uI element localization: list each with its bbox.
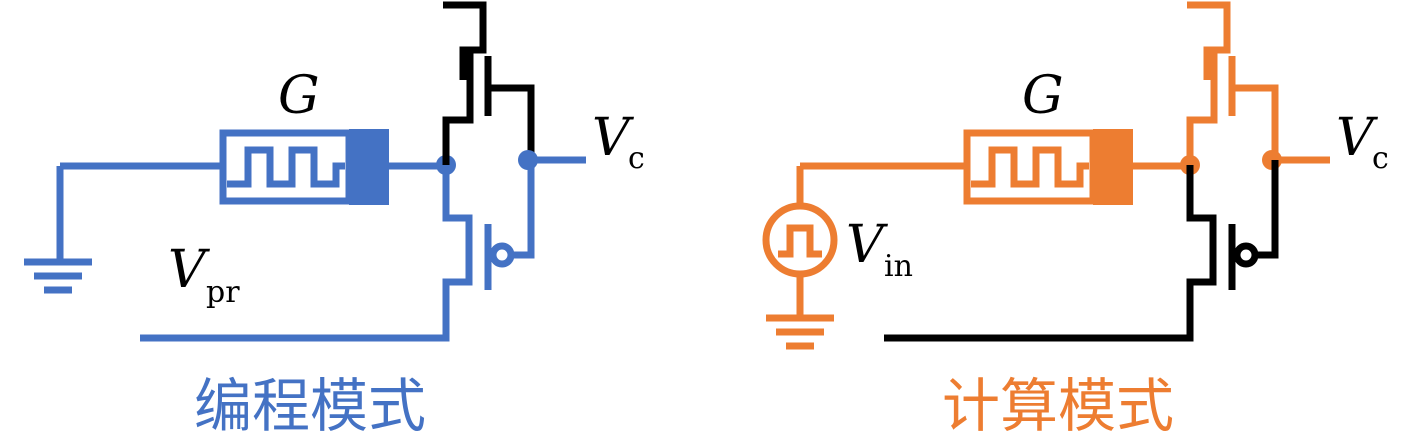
input-voltage-source [762, 166, 838, 318]
nmos-transistor-right [1186, 1, 1279, 165]
memristor-left [219, 129, 389, 205]
conductance-label-right: G [1022, 66, 1064, 126]
output-voltage-label-right: V [1336, 108, 1378, 168]
ground-symbol-left [24, 166, 92, 294]
programming-mode-circuit: G V c V pr 编程模式 [24, 1, 645, 440]
input-voltage-label: V [846, 215, 888, 275]
programming-mode-caption: 编程模式 [194, 372, 426, 440]
compute-mode-caption: 计算模式 [942, 372, 1174, 440]
input-voltage-subscript: in [884, 249, 913, 284]
output-voltage-subscript-left: c [628, 141, 645, 176]
pmos-transistor-left [140, 160, 535, 342]
pmos-transistor-right [884, 160, 1279, 342]
program-voltage-label: V [168, 240, 210, 300]
compute-mode-circuit: G V c V in 计算模式 [762, 1, 1389, 440]
output-voltage-label-left: V [592, 108, 634, 168]
memristor-right [963, 129, 1133, 205]
output-voltage-subscript-right: c [1372, 141, 1389, 176]
nmos-transistor-left [442, 1, 535, 165]
program-voltage-subscript: pr [206, 275, 240, 310]
ground-symbol-right [766, 314, 834, 350]
conductance-label-left: G [278, 66, 320, 126]
